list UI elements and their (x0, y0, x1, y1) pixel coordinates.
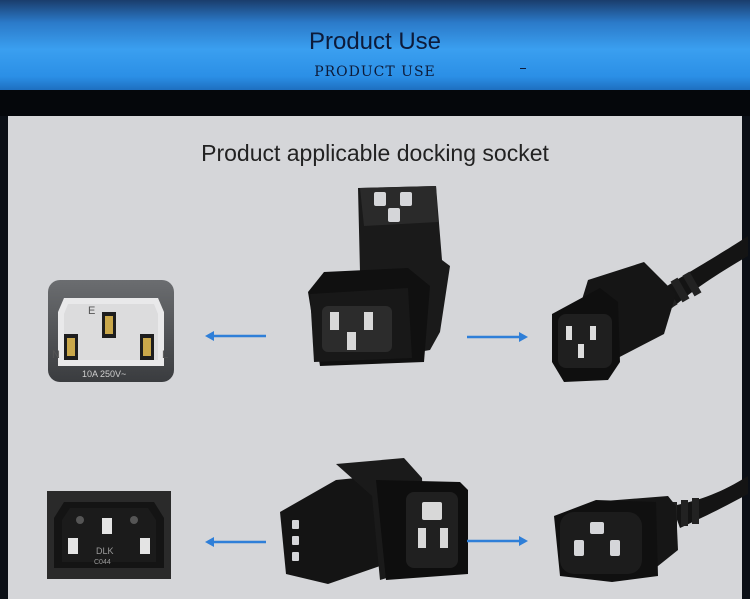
banner-decoration (520, 68, 526, 69)
c14-panel-inlet-icon: DLK C044 (47, 491, 171, 579)
banner-subtitle: PRODUCT USE (314, 64, 436, 80)
arrow-right-icon (467, 536, 528, 546)
c14-plug-cable-icon (552, 236, 748, 382)
inlet-mark-1: DLK (96, 546, 114, 556)
angled-c14-to-c13-adapter-icon (280, 458, 468, 584)
pin-e-label: E (88, 305, 95, 317)
pin-n-label: N (52, 349, 60, 361)
arrow-left-icon (205, 537, 266, 547)
banner-title: Product Use (308, 28, 442, 55)
right-angle-c13-to-c14-adapter-icon (308, 186, 450, 366)
product-use-banner: Product Use PRODUCT USE (0, 0, 750, 90)
c14-inlet-socket-icon: E N L 10A 250V~ (48, 280, 174, 382)
inlet-mark-2: C044 (94, 559, 111, 566)
divider-band (0, 90, 750, 116)
c13-connector-cable-icon (554, 476, 748, 582)
section-title: Product applicable docking socket (201, 140, 549, 166)
pin-l-label: L (162, 349, 168, 361)
rating-label: 10A 250V~ (82, 369, 126, 379)
arrow-left-icon (205, 331, 266, 341)
arrow-right-icon (467, 332, 528, 342)
